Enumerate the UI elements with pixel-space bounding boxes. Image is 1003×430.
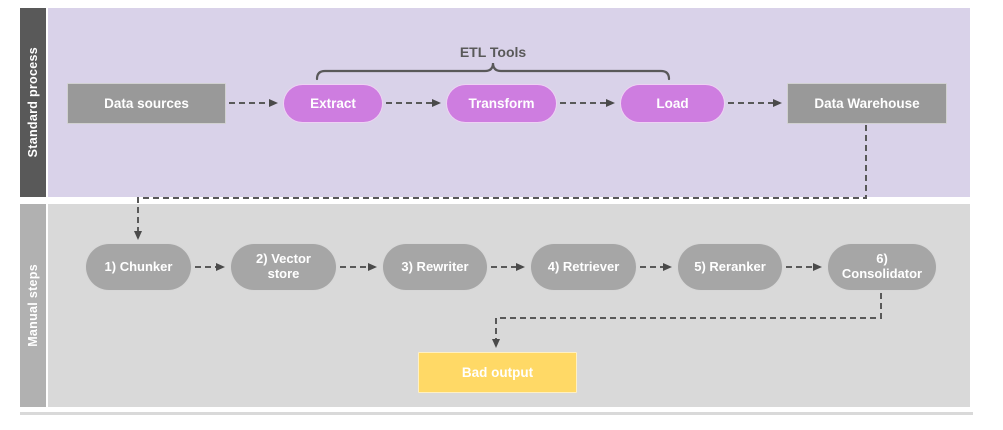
etl-tools-group-label: ETL Tools — [459, 44, 527, 60]
node-consolidator-label: 6) Consolidator — [841, 251, 923, 281]
lane-label-standard-process: Standard process — [20, 8, 46, 197]
node-reranker: 5) Reranker — [677, 243, 783, 291]
node-retriever-label: 4) Retriever — [547, 258, 620, 274]
node-extract-label: Extract — [310, 95, 356, 111]
node-data-warehouse: Data Warehouse — [787, 83, 947, 124]
lane-label-manual-steps: Manual steps — [20, 204, 46, 407]
lane-label-manual-steps-text: Manual steps — [26, 264, 40, 347]
node-consolidator: 6) Consolidator — [827, 243, 937, 291]
node-data-sources-label: Data sources — [104, 95, 189, 111]
node-data-sources: Data sources — [67, 83, 226, 124]
node-vector-store: 2) Vector store — [230, 243, 337, 291]
node-bad-output-label: Bad output — [461, 364, 534, 380]
node-rewriter-label: 3) Rewriter — [401, 258, 469, 274]
node-chunker-label: 1) Chunker — [104, 258, 173, 274]
node-vector-store-label: 2) Vector store — [256, 251, 311, 281]
node-extract: Extract — [283, 84, 383, 123]
node-bad-output: Bad output — [418, 352, 577, 393]
divider-line — [20, 412, 973, 415]
node-transform: Transform — [446, 84, 557, 123]
node-load: Load — [620, 84, 725, 123]
node-retriever: 4) Retriever — [530, 243, 637, 291]
node-transform-label: Transform — [468, 95, 535, 111]
node-chunker: 1) Chunker — [85, 243, 192, 291]
node-data-warehouse-label: Data Warehouse — [814, 95, 920, 111]
node-rewriter: 3) Rewriter — [382, 243, 488, 291]
node-load-label: Load — [656, 95, 689, 111]
node-reranker-label: 5) Reranker — [694, 258, 766, 274]
lane-label-standard-process-text: Standard process — [26, 47, 40, 158]
